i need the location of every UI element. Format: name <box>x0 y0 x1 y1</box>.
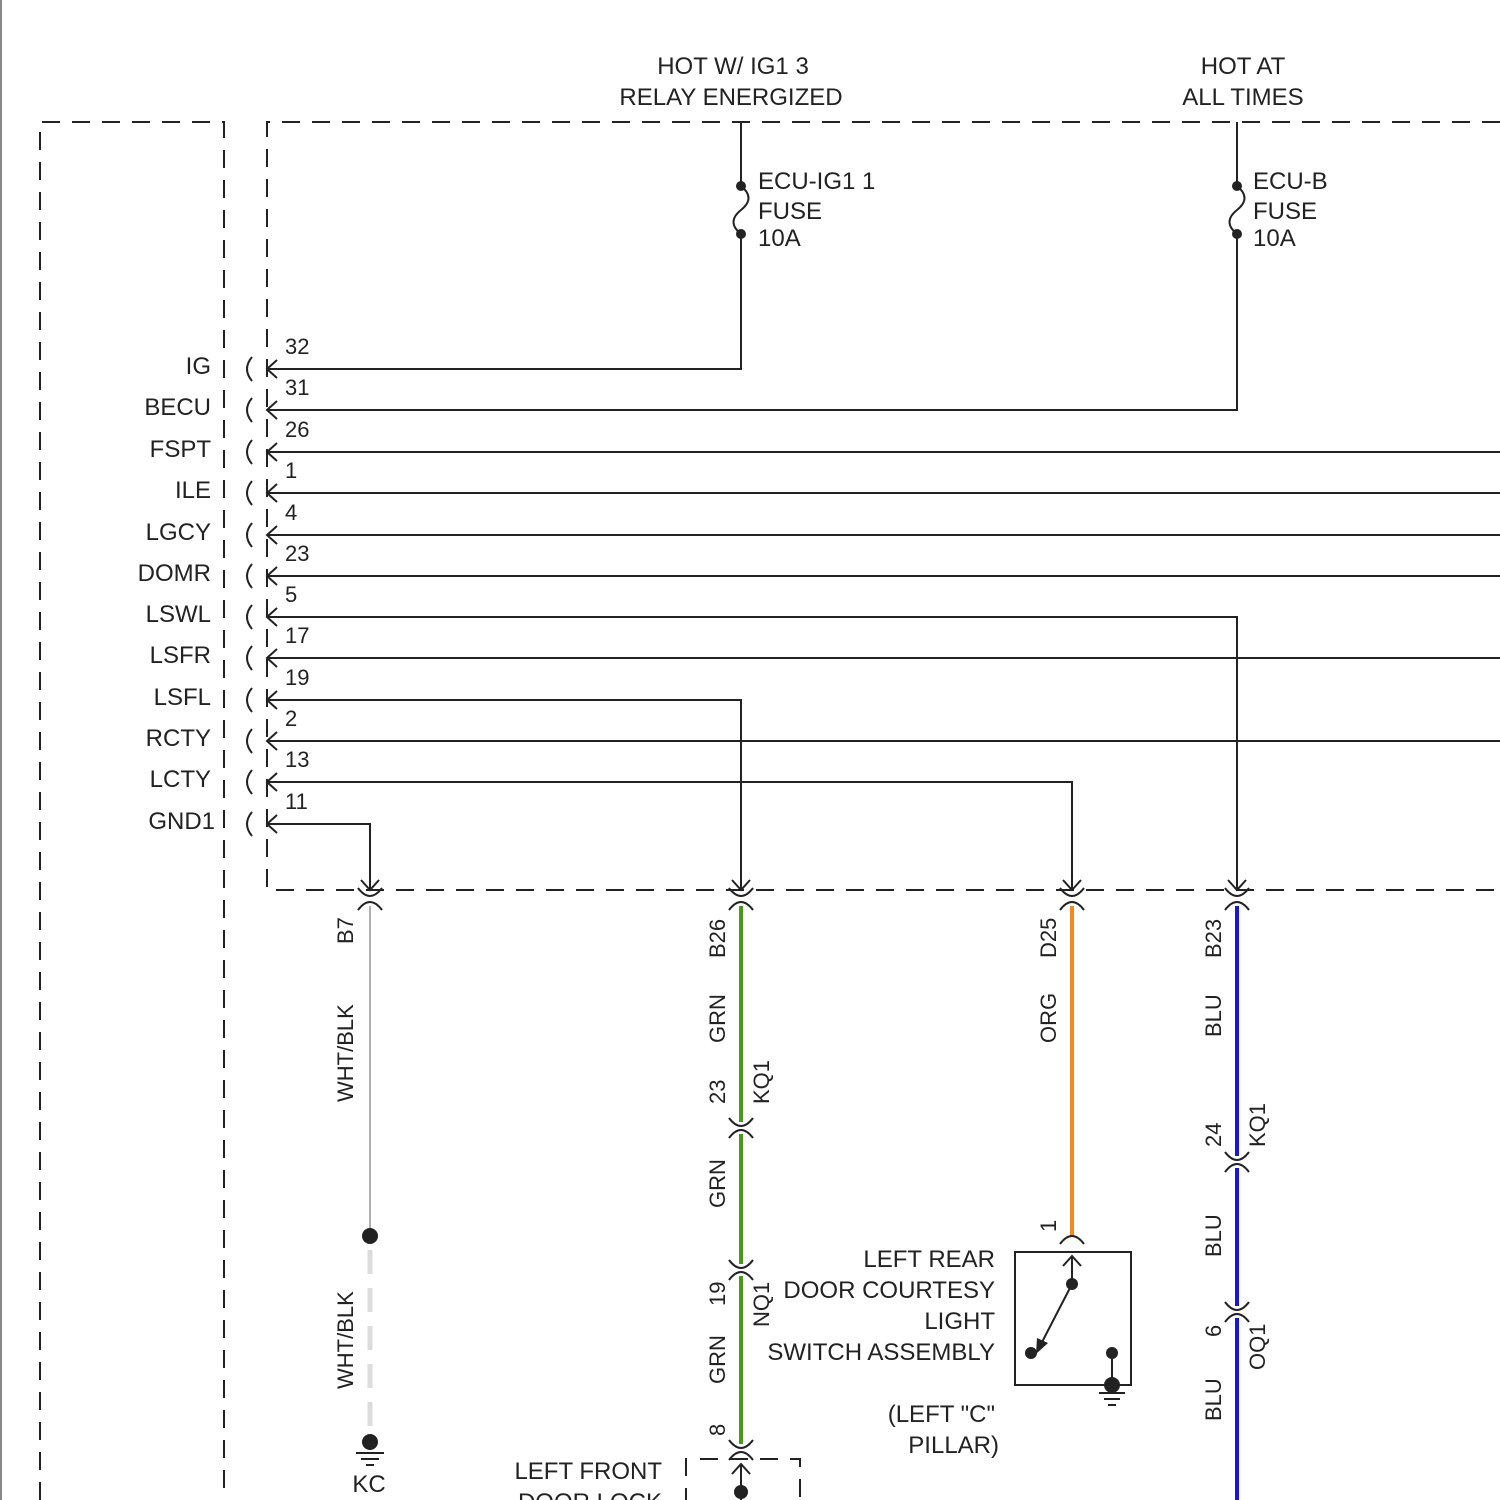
pin-number: 17 <box>285 623 309 648</box>
switch-blade-arrow-icon <box>1036 1338 1048 1354</box>
b26-connector-label: B26 <box>705 919 730 958</box>
nq1-pin-number: 19 <box>705 1282 730 1306</box>
pin-label: LCTY <box>150 766 211 793</box>
b23-connector-label: B23 <box>1201 919 1226 958</box>
batt-supply-line1: HOT AT <box>1201 53 1286 80</box>
ground-label: KC <box>352 1471 385 1498</box>
pin-number: 5 <box>285 582 297 607</box>
pin-number: 32 <box>285 334 309 359</box>
b26-wire-color-2: GRN <box>705 1159 730 1208</box>
ig-pin-wire <box>267 234 741 369</box>
switch-pin-number: 1 <box>1036 1220 1061 1232</box>
ecub-fuse-rating: 10A <box>1253 225 1296 252</box>
b7-connector-label: B7 <box>333 917 358 944</box>
pin-number: 26 <box>285 417 309 442</box>
ig1-fuse-icon <box>734 181 749 239</box>
lcty-wire <box>267 782 1072 890</box>
pin-label: LSFR <box>150 642 211 669</box>
switch-blade <box>1040 1284 1072 1346</box>
switch-assembly-title-3: LIGHT <box>924 1308 995 1335</box>
ig1-fuse-rating: 10A <box>758 225 801 252</box>
switch-location-1: (LEFT "C" <box>888 1401 995 1428</box>
ig1-supply-line1: HOT W/ IG1 3 <box>657 53 809 80</box>
b26-wire-color-3: GRN <box>705 1335 730 1384</box>
oq1-connector-name: OQ1 <box>1245 1324 1270 1370</box>
splice-point <box>362 1228 378 1244</box>
switch-assembly-title-2: DOOR COURTESY <box>783 1277 995 1304</box>
ecub-fuse-kind: FUSE <box>1253 198 1317 225</box>
batt-supply-line2: ALL TIMES <box>1182 84 1303 111</box>
switch-connector-icon <box>1060 1236 1084 1244</box>
d25-wire-color: ORG <box>1036 993 1061 1043</box>
ig1-supply-line2: RELAY ENERGIZED <box>619 84 842 111</box>
ig1-fuse-name: ECU-IG1 1 <box>758 168 875 195</box>
ecu-inner-box <box>267 122 1500 890</box>
b23-wire-color-3: BLU <box>1201 1378 1226 1421</box>
pin-number: 19 <box>285 665 309 690</box>
ground-point <box>1104 1377 1120 1393</box>
switch-assembly-title-4: SWITCH ASSEMBLY <box>767 1339 995 1366</box>
ecub-fuse-name: ECU-B <box>1253 168 1328 195</box>
end-pin-number: 8 <box>705 1424 730 1436</box>
b26-wire-color: GRN <box>705 994 730 1043</box>
pin-label: RCTY <box>146 725 211 752</box>
lsfl-wire <box>267 700 741 890</box>
ground-icon <box>1099 1393 1125 1405</box>
pin-label: LGCY <box>146 519 211 546</box>
pin-number: 4 <box>285 500 297 525</box>
ig1-fuse-kind: FUSE <box>758 198 822 225</box>
pin-label: GND1 <box>148 808 215 835</box>
pin-number: 11 <box>285 789 308 814</box>
pin-brackets <box>247 357 252 836</box>
kq1-connector-name: KQ1 <box>749 1060 774 1104</box>
pin-number: 2 <box>285 706 297 731</box>
pin-label: BECU <box>144 394 211 421</box>
pin-label: FSPT <box>150 436 212 463</box>
pin-label: LSWL <box>146 601 211 628</box>
ground-point <box>362 1434 378 1450</box>
kq1-connector-name: KQ1 <box>1245 1103 1270 1147</box>
pin-labels: IG BECU FSPT ILE LGCY DOMR LSWL LSFR LSF… <box>138 353 215 835</box>
pin-label: LSFL <box>154 684 211 711</box>
ecub-fuse-icon <box>1230 181 1245 239</box>
gnd1-wire <box>267 824 370 890</box>
b23-wire-color: BLU <box>1201 994 1226 1037</box>
kq1-pin-number: 23 <box>705 1080 730 1104</box>
front-lock-title-1: LEFT FRONT <box>514 1458 662 1485</box>
switch-location-2: PILLAR) <box>908 1432 999 1459</box>
oq1-pin-number: 6 <box>1201 1325 1226 1337</box>
pin-number: 23 <box>285 541 309 566</box>
pin-label: ILE <box>175 477 211 504</box>
pin-number: 31 <box>285 375 309 400</box>
pin-label: IG <box>186 353 211 380</box>
ground-icon <box>356 1453 384 1465</box>
kq1-pin-number: 24 <box>1201 1123 1226 1147</box>
b23-wire-color-2: BLU <box>1201 1214 1226 1257</box>
pin-number: 1 <box>285 458 297 483</box>
becu-pin-wire <box>267 234 1237 410</box>
front-lock-title-2: DOOR LOCK <box>518 1489 662 1500</box>
switch-contact <box>1025 1347 1037 1359</box>
d25-connector-label: D25 <box>1036 918 1061 958</box>
front-lock-contact <box>734 1485 748 1499</box>
nq1-connector-name: NQ1 <box>749 1282 774 1327</box>
switch-assembly-title-1: LEFT REAR <box>863 1246 995 1273</box>
pin-label: DOMR <box>138 560 211 587</box>
b7-wire-color-2: WHT/BLK <box>333 1291 358 1389</box>
b7-wire-color: WHT/BLK <box>333 1004 358 1102</box>
pin-number: 13 <box>285 747 309 772</box>
